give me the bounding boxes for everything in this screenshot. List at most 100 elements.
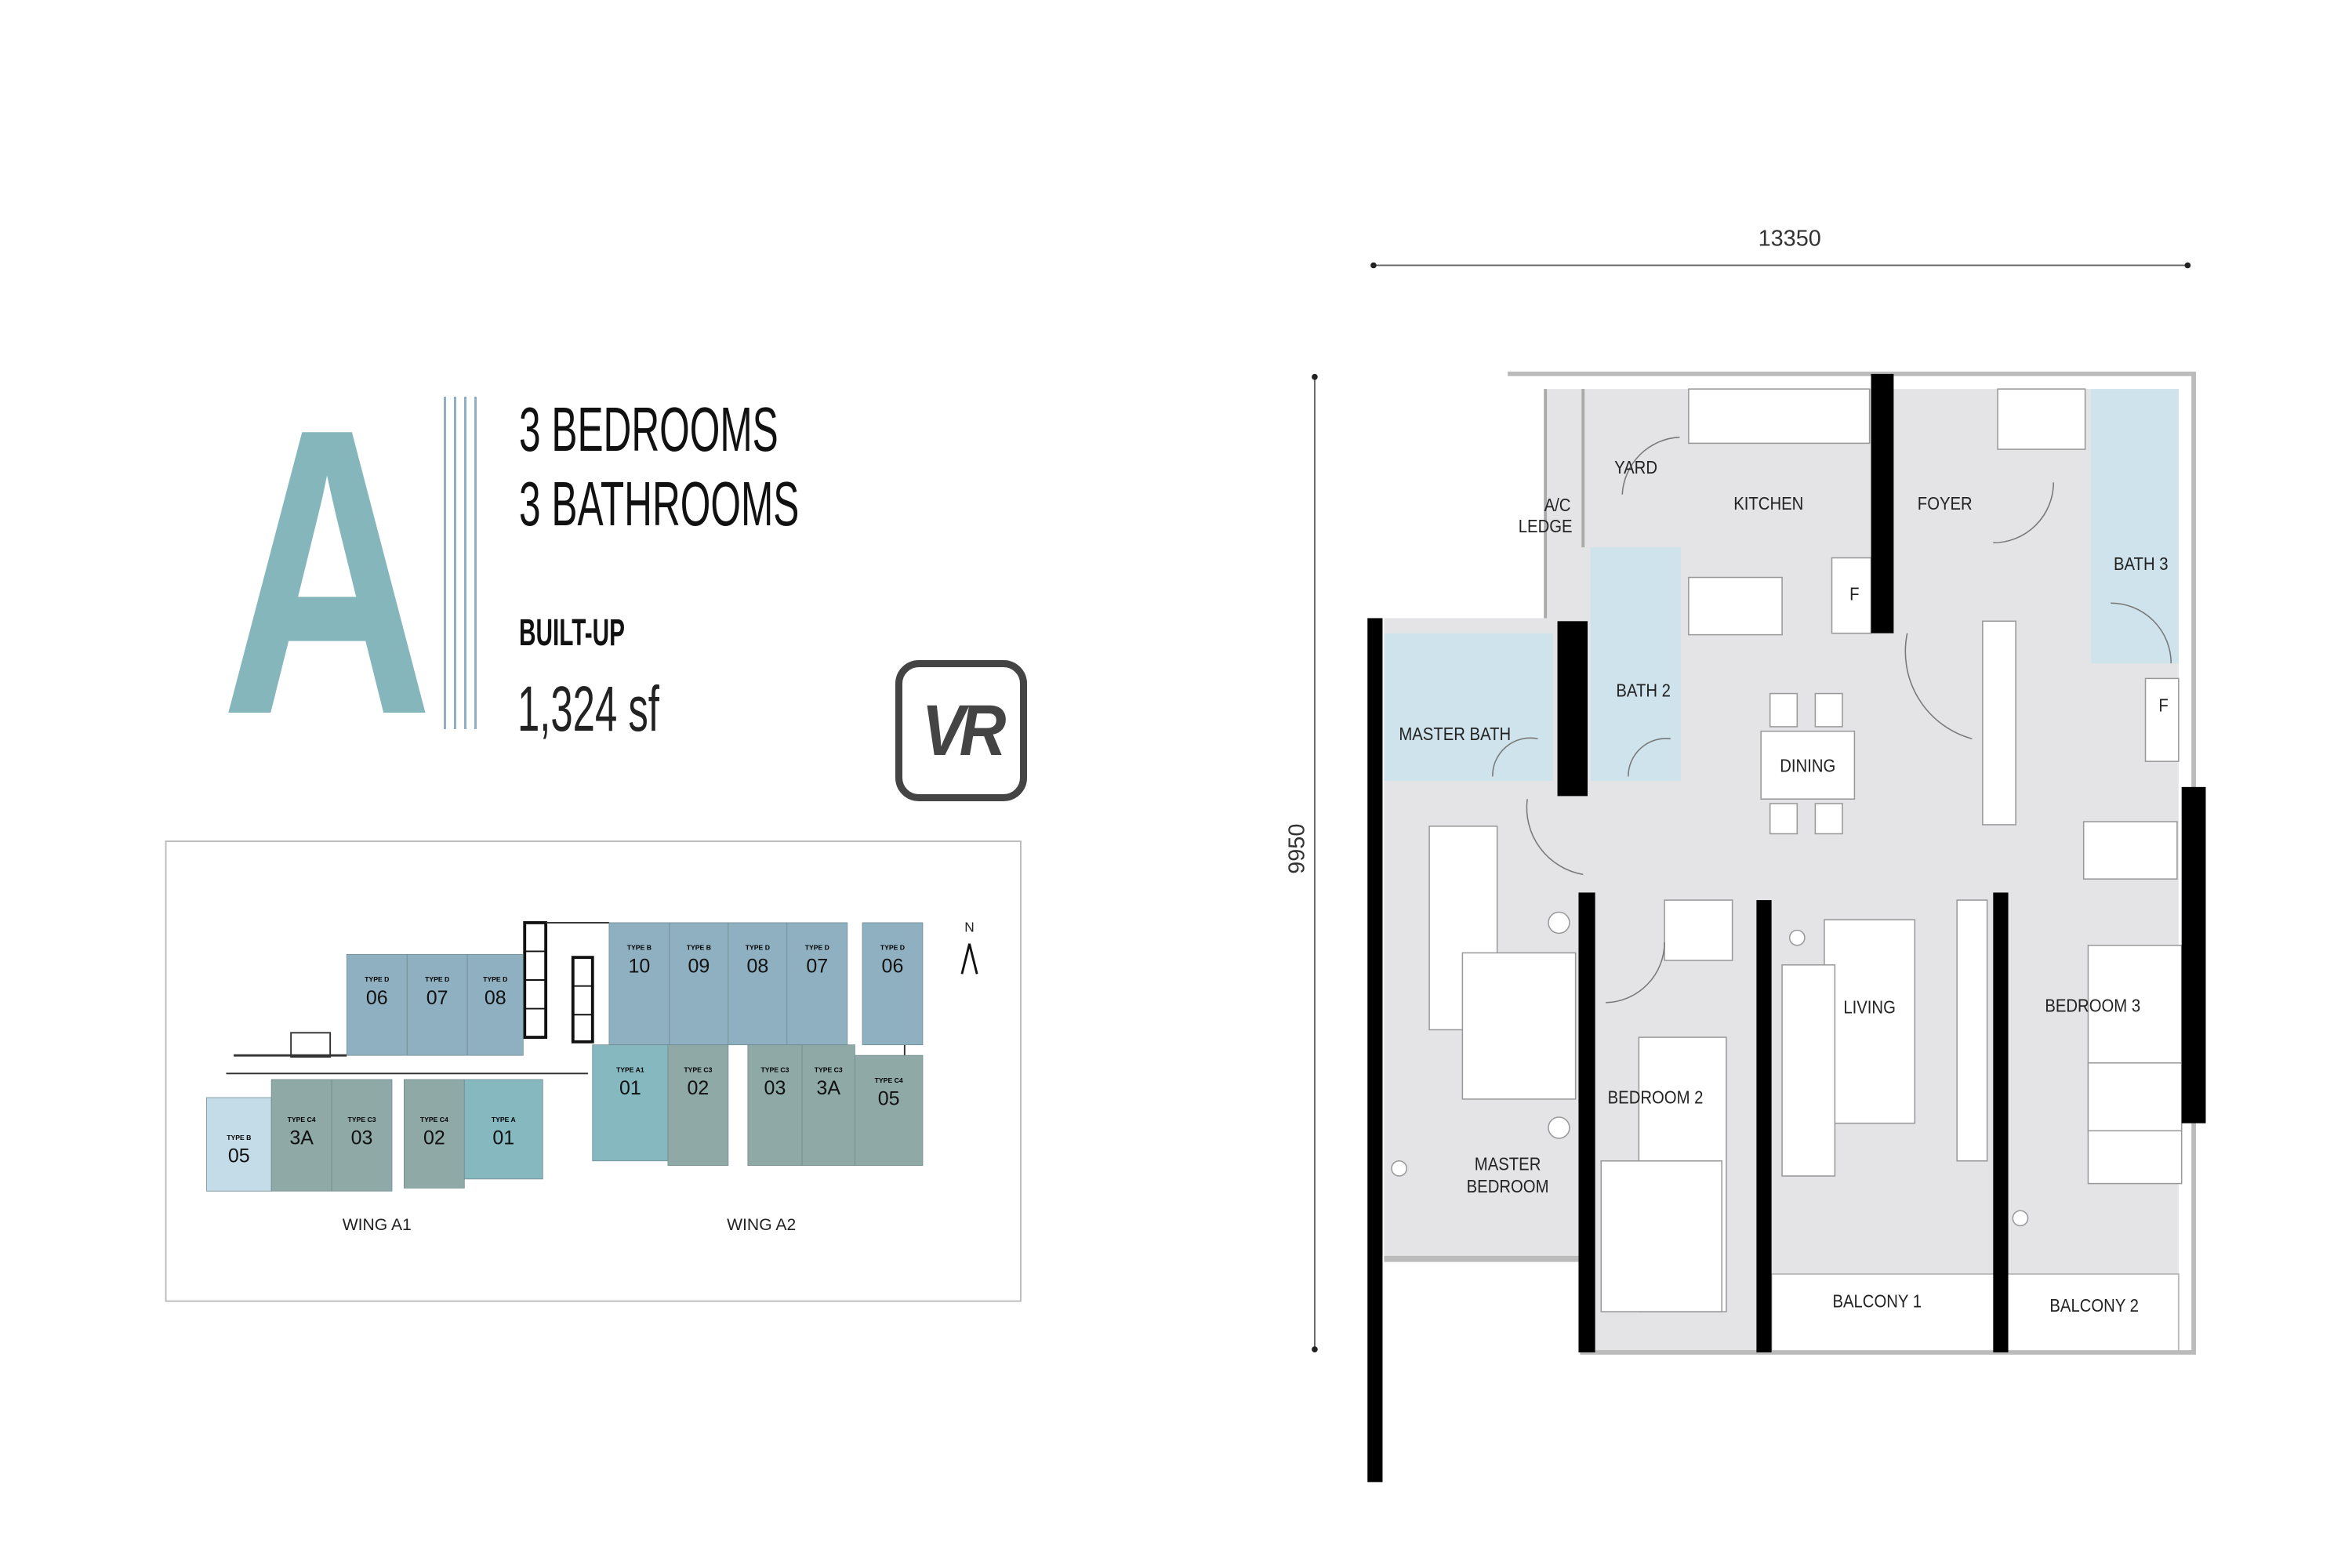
- unit-number: 08: [746, 955, 768, 977]
- key-plan-unit: TYPE C3 3A: [801, 1044, 855, 1166]
- divider-line: [464, 397, 466, 729]
- room-label: BALCONY 1: [1832, 1290, 1922, 1312]
- wing-a1-label: WING A1: [343, 1216, 412, 1234]
- unit-block: [206, 1097, 272, 1192]
- unit-type-letter: A: [221, 344, 434, 800]
- unit-type: TYPE B: [627, 944, 652, 952]
- master-bath-area: [1384, 633, 1553, 782]
- room-label: KITCHEN: [1733, 493, 1803, 514]
- bath-3-area: [2091, 389, 2179, 664]
- room-label: LIVING: [1843, 996, 1896, 1018]
- unit-number: 02: [687, 1077, 709, 1099]
- room-label: BATH 2: [1616, 680, 1671, 701]
- room-label: BALCONY 2: [2049, 1295, 2139, 1316]
- unit-type: TYPE D: [425, 975, 449, 983]
- unit-type: TYPE A: [492, 1116, 517, 1123]
- north-arrow-icon: [960, 943, 978, 975]
- unit-number: 06: [882, 955, 904, 977]
- room-label: LEDGE: [1519, 516, 1573, 537]
- key-plan-unit: TYPE D 06: [346, 953, 408, 1056]
- divider-line: [444, 397, 446, 729]
- unit-number: 05: [878, 1088, 900, 1110]
- room-label: BATH 3: [2114, 554, 2169, 575]
- wing-a2-label: WING A2: [727, 1216, 796, 1234]
- key-plan-unit: TYPE D 08: [466, 953, 524, 1056]
- depth-dimension: 9950: [1284, 824, 1309, 874]
- unit-block: [608, 922, 670, 1046]
- unit-number: 3A: [816, 1077, 840, 1099]
- balcony-area: [1770, 1273, 2180, 1353]
- key-plan-unit: TYPE C3 03: [747, 1044, 803, 1166]
- bath-2-area: [1590, 547, 1682, 782]
- key-plan-unit: TYPE C3 03: [331, 1079, 393, 1192]
- unit-type: TYPE C3: [684, 1065, 712, 1073]
- key-plan-unit: TYPE D 08: [728, 922, 788, 1046]
- bedrooms-count: 3 BEDROOMS: [519, 394, 779, 464]
- key-plan-unit: TYPE D 07: [406, 953, 468, 1056]
- key-plan-unit: TYPE B 10: [608, 922, 670, 1046]
- north-label: N: [964, 919, 975, 935]
- unit-block: [270, 1079, 332, 1192]
- unit-number: 03: [764, 1077, 786, 1099]
- unit-type: TYPE B: [227, 1134, 251, 1142]
- unit-number: 07: [426, 987, 448, 1009]
- divider-line: [454, 397, 456, 729]
- unit-block: [801, 1044, 855, 1166]
- unit-block: [667, 1044, 729, 1166]
- vr-tour-button[interactable]: VR: [895, 660, 1027, 801]
- unit-type: TYPE D: [365, 975, 389, 983]
- unit-block: [346, 953, 408, 1056]
- unit-number: 01: [492, 1127, 514, 1149]
- room-label: BEDROOM 2: [1608, 1087, 1704, 1108]
- room-label: FOYER: [1918, 493, 1973, 514]
- unit-type: TYPE C3: [760, 1065, 789, 1073]
- unit-block: [592, 1044, 669, 1162]
- unit-type: TYPE C3: [815, 1065, 843, 1073]
- unit-type: TYPE C3: [348, 1116, 376, 1123]
- key-plan-unit: TYPE C3 02: [667, 1044, 729, 1166]
- unit-number: 09: [688, 955, 710, 977]
- room-label: A/C: [1544, 495, 1571, 516]
- doors: [1492, 436, 2172, 1004]
- room-label: MASTER BATH: [1399, 724, 1511, 745]
- furniture: [1391, 388, 2183, 1312]
- bathrooms-count: 3 BATHROOMS: [519, 469, 800, 539]
- unit-type: TYPE D: [746, 944, 770, 952]
- room-label: BEDROOM 3: [2045, 995, 2140, 1016]
- unit-block: [747, 1044, 803, 1166]
- unit-block: [728, 922, 788, 1046]
- unit-type: TYPE D: [483, 975, 507, 983]
- key-plan-unit: TYPE D07: [786, 922, 848, 1046]
- key-plan-unit: TYPE A 01: [463, 1079, 543, 1180]
- key-plan-unit: TYPE B09: [669, 922, 729, 1046]
- room-label: MASTER: [1475, 1153, 1541, 1174]
- room-label: F: [1849, 583, 1859, 604]
- unit-number: 05: [228, 1145, 250, 1167]
- unit-type: TYPE A1: [616, 1065, 644, 1073]
- unit-type: TYPE C4: [288, 1116, 316, 1123]
- unit-block: [406, 953, 468, 1056]
- unit-block: [855, 1054, 924, 1166]
- unit-block: [404, 1079, 465, 1189]
- dimensions: 13350 9950: [1284, 226, 2191, 1352]
- unit-number: 07: [806, 955, 828, 977]
- room-label: YARD: [1614, 457, 1657, 478]
- unit-type: TYPE C4: [875, 1076, 903, 1084]
- unit-number: 06: [366, 987, 388, 1009]
- width-dimension: 13350: [1759, 226, 1821, 251]
- divider-line: [474, 397, 477, 729]
- room-label: BEDROOM: [1467, 1176, 1549, 1197]
- unit-block: [786, 922, 848, 1046]
- key-plan-unit: TYPE D06: [862, 922, 924, 1046]
- unit-number: 10: [628, 955, 650, 977]
- unit-number: 03: [351, 1127, 373, 1149]
- room-label: DINING: [1780, 755, 1835, 776]
- unit-type: TYPE C4: [420, 1116, 448, 1123]
- unit-block: [862, 922, 924, 1046]
- unit-block: [466, 953, 524, 1056]
- unit-number: 08: [485, 987, 506, 1009]
